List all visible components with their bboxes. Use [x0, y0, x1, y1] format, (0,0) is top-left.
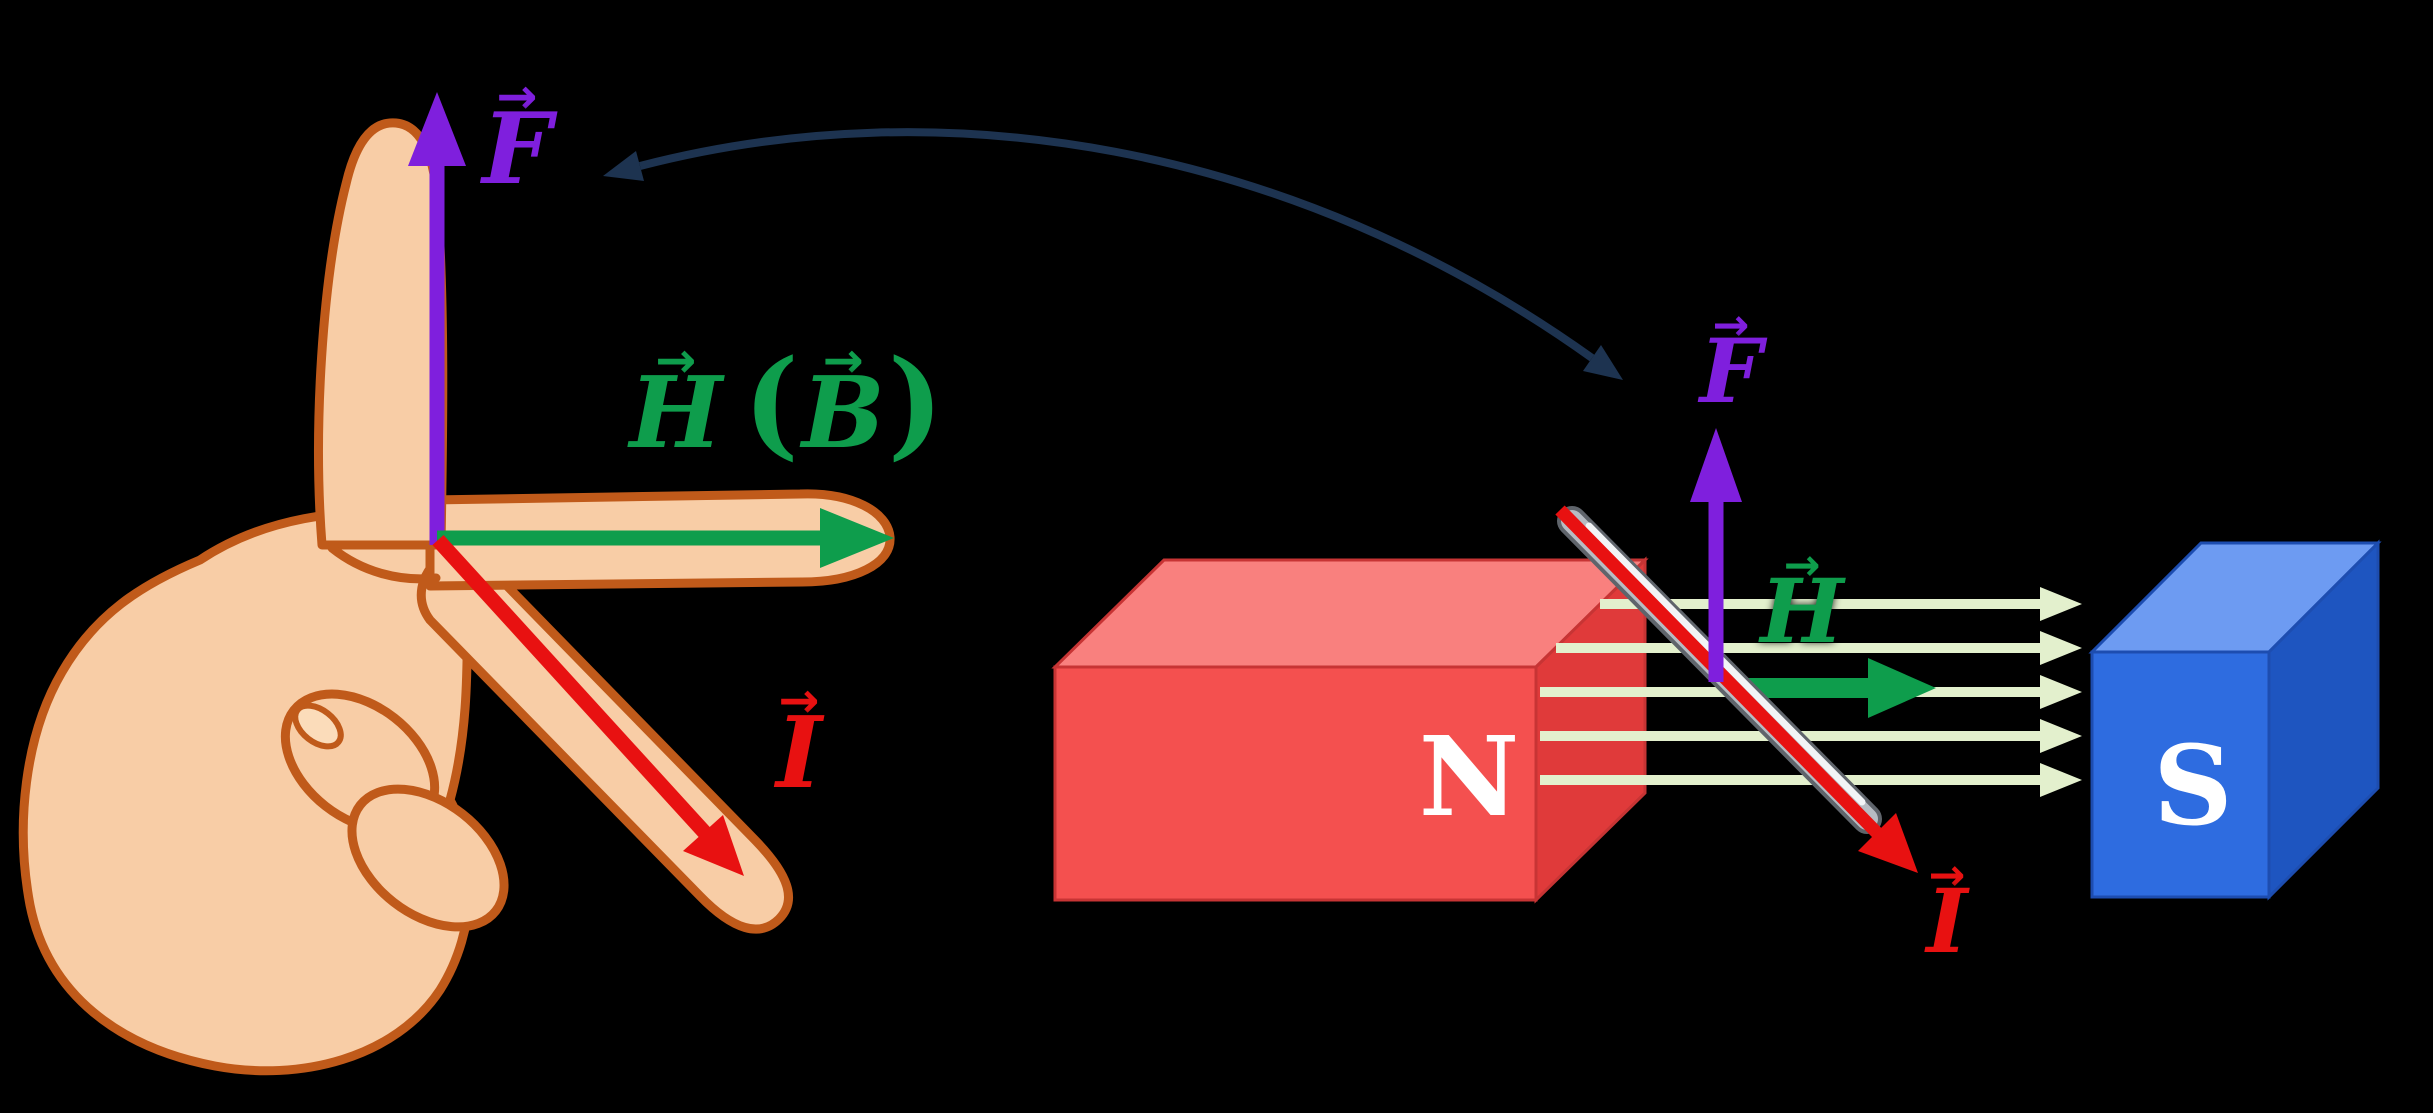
- hand-curled-finger: [347, 784, 509, 932]
- field-line-head: [2040, 587, 2082, 621]
- field-letter-left: H: [629, 355, 723, 471]
- south-pole-label: S: [2153, 721, 2233, 850]
- current-arrow-left-head: [683, 815, 744, 876]
- north-magnet-front-face: [1053, 665, 1538, 902]
- force-vector-right: [1690, 428, 1742, 682]
- field-paren-close: ): [887, 334, 944, 473]
- hand-crease: [327, 543, 441, 584]
- hand-thumb: [314, 118, 448, 550]
- current-label-left: → I: [776, 676, 822, 811]
- field-line-head: [2040, 719, 2082, 753]
- current-letter-right: I: [1926, 869, 1968, 974]
- force-arrow-right-head: [1690, 428, 1742, 502]
- force-arrow-left-head: [408, 92, 466, 166]
- flux-density-vector-symbol: → B: [801, 336, 885, 471]
- field-vector-symbol-left: → H: [629, 336, 723, 471]
- field-arrow-right-head: [1868, 658, 1936, 718]
- force-label-right: → F: [1699, 303, 1763, 424]
- current-arrow-left-shaft: [432, 534, 712, 840]
- hand-fingernail: [292, 702, 344, 750]
- current-letter-left: I: [776, 695, 822, 811]
- field-paren-open: (: [743, 334, 799, 473]
- correspondence-arrow-curve: [638, 128, 1595, 362]
- field-line-head: [2040, 631, 2082, 665]
- force-letter-left: F: [482, 91, 552, 207]
- north-pole-label: N: [1418, 712, 1520, 841]
- field-label-left: → H ( → B ): [629, 334, 947, 473]
- left-hand: [18, 118, 895, 1076]
- hand-vectors: [408, 92, 894, 876]
- force-vector-symbol-right: → F: [1699, 303, 1763, 424]
- south-magnet: [2088, 539, 2382, 901]
- field-vector-right: [1744, 658, 1936, 718]
- correspondence-arrow-left-head: [603, 151, 644, 181]
- field-vector-symbol-right: → H: [1760, 543, 1844, 664]
- field-letter-right: H: [1760, 559, 1844, 664]
- conductor-rod-highlight: [1585, 522, 1866, 806]
- field-label-right: → H: [1760, 543, 1844, 664]
- correspondence-arrow: [603, 128, 1623, 380]
- north-magnet: [1051, 556, 1649, 904]
- current-vector-symbol-right: → I: [1926, 853, 1968, 974]
- correspondence-arrow-right-head: [1583, 345, 1623, 380]
- force-letter-right: F: [1699, 319, 1763, 424]
- current-vector-symbol-left: → I: [776, 676, 822, 811]
- flux-density-letter: B: [801, 355, 885, 471]
- force-vector-symbol-left: → F: [482, 72, 552, 207]
- field-line-head: [2040, 675, 2082, 709]
- current-label-right: → I: [1926, 853, 1968, 974]
- current-arrow-right-head: [1858, 813, 1918, 873]
- field-line-head: [2040, 763, 2082, 797]
- south-magnet-front-face: [2090, 650, 2271, 899]
- force-label-left: → F: [482, 72, 552, 207]
- field-arrow-left-head: [820, 508, 894, 568]
